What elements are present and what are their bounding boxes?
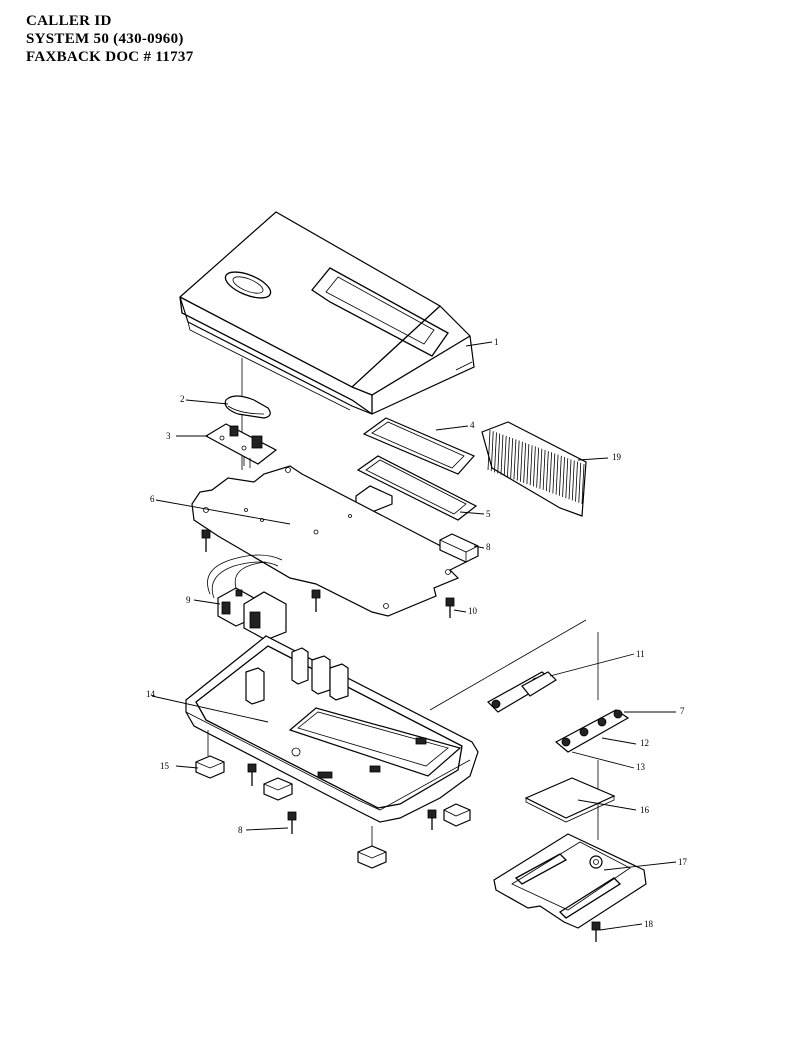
ribbon-hatch-line [497,433,501,474]
ribbon-hatch-line [545,451,549,492]
callout-14: 14 [146,689,156,699]
rubber-foot-center-left [263,777,293,801]
callout-17: 17 [678,857,688,867]
pcb-screw-center [311,589,321,612]
ribbon-hatch-line [558,455,562,496]
callout-3: 3 [166,431,171,441]
jack-bracket [487,671,557,713]
lcd-module [355,455,478,521]
main-circuit-board [191,465,468,617]
rubber-foot-right [443,803,471,827]
header-doc-number: FAXBACK DOC # 11737 [26,49,194,65]
ribbon-hatch-line [568,459,572,500]
ribbon-hatch-line [552,453,556,494]
document-header: CALLER ID SYSTEM 50 (430-0960) FAXBACK D… [26,12,194,66]
top-cover [179,211,475,415]
ribbon-hatch-line [520,441,523,482]
callout-19: 19 [612,452,622,462]
callout-4: 4 [470,420,475,430]
rubber-foot-bottom [357,845,387,869]
callout-2: 2 [180,394,185,404]
rubber-foot-left [195,755,225,779]
bottom-screw [591,921,601,942]
ribbon-hatch-line [542,449,546,490]
ribbon-hatch-line [571,460,575,501]
ribbon-hatch-line [565,458,569,499]
ribbon-hatch-line [578,462,582,503]
callout-8-lower: 8 [238,825,243,835]
ribbon-hatch-line [529,445,533,486]
ribbon-hatch-line [494,432,497,473]
callout-12: 12 [640,738,649,748]
ribbon-hatch-line [549,452,552,493]
button-cap [224,395,271,419]
terminal-strip [554,709,630,753]
ribbon-hatch-line [510,438,514,479]
callout-10: 10 [468,606,478,616]
bottom-cover-plate [493,833,647,929]
callout-8-upper: 8 [486,542,491,552]
ribbon-hatch-line [536,447,540,488]
pcb-screw-left [201,529,211,552]
ribbon-hatch-line [539,448,543,489]
foam-pad-upper [439,533,479,563]
header-title: CALLER ID [26,13,112,29]
base-screw-right [427,809,437,830]
callout-9: 9 [186,595,191,605]
callout-11: 11 [636,649,645,659]
callout-1: 1 [494,337,499,347]
base-screw-center [287,811,297,834]
callout-6: 6 [150,494,155,504]
ribbon-hatch-line [575,461,578,502]
ribbon-hatch-line [500,434,504,475]
display-lens [362,417,475,475]
battery-pad [524,777,616,823]
ribbon-hatch-line [581,463,585,505]
ribbon-hatch-line [555,454,559,495]
header-model: SYSTEM 50 (430-0960) [26,31,184,47]
ribbon-hatch-line [487,429,491,471]
ribbon-hatch-line [490,431,494,472]
ribbon-hatch-line [507,437,510,478]
ribbon-hatch-line [523,442,527,483]
callout-5: 5 [486,509,491,519]
ribbon-hatch-line [532,446,536,487]
ribbon-hatch-line [503,435,507,476]
callout-15: 15 [160,761,170,771]
base-screw-left [247,763,257,786]
ribbon-hatch-line [516,440,520,481]
base-housing [185,635,479,823]
pcb-screw-right [445,597,455,618]
callout-13: 13 [636,762,646,772]
callout-16: 16 [640,805,650,815]
phone-jacks [207,554,287,641]
callout-18: 18 [644,919,654,929]
callout-7: 7 [680,706,685,716]
ribbon-hatch-line [562,456,565,497]
switch-board [204,423,278,468]
ribbon-hatch-line [513,439,517,480]
ribbon-connector [481,421,587,517]
ribbon-hatch-line [526,444,530,485]
